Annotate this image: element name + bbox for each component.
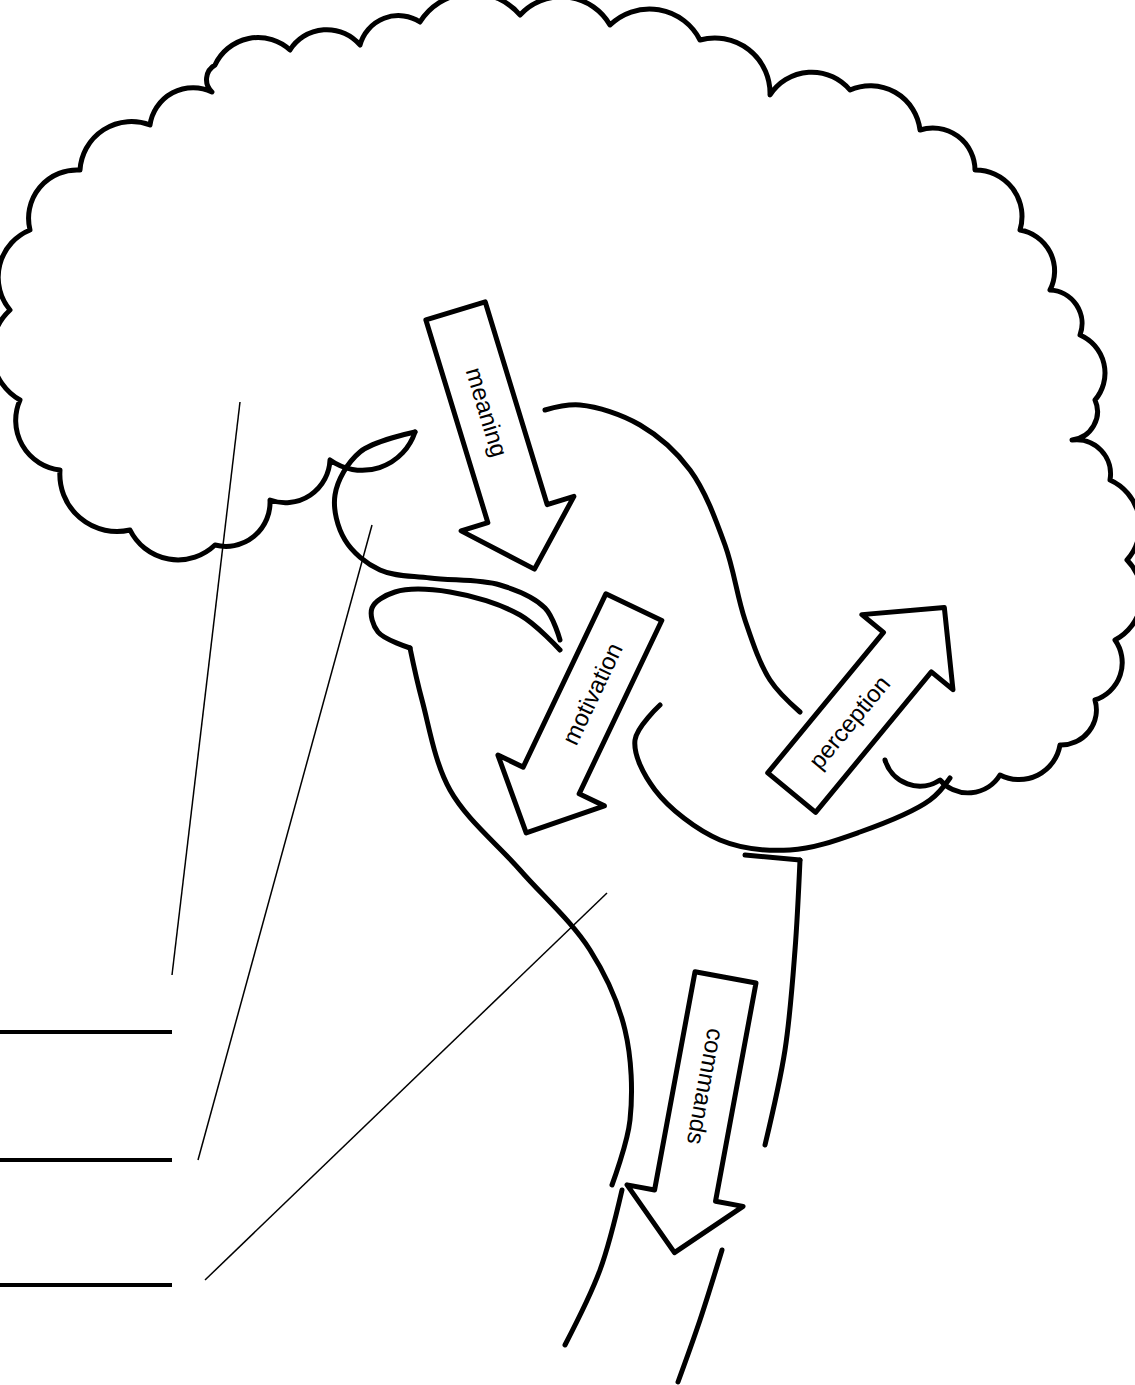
arrow-label: meaning <box>462 365 512 460</box>
answer-blank <box>0 1158 172 1162</box>
leader-line <box>172 402 240 975</box>
brain-part-outline <box>371 589 560 650</box>
arrow-label: commands <box>683 1027 728 1147</box>
brain-part-outline <box>745 855 800 860</box>
arrow-outline <box>473 582 687 858</box>
brain-part-outline <box>565 1190 622 1345</box>
arrow-text-holder: commands <box>627 967 783 1207</box>
leader-line <box>205 893 607 1280</box>
arrow-label: motivation <box>558 639 627 748</box>
brain-part-outline <box>765 860 800 1145</box>
answer-blank <box>0 1030 172 1034</box>
block-arrow: perception <box>746 570 990 830</box>
block-arrow: commands <box>616 967 783 1264</box>
arrow-label: perception <box>805 672 895 774</box>
answer-blanks <box>0 1032 172 1285</box>
leader-line <box>198 525 372 1160</box>
arrow-text-holder: meaning <box>399 294 574 531</box>
arrow-outline <box>746 570 990 830</box>
block-arrow: motivation <box>473 582 687 858</box>
arrow-outline <box>399 294 591 587</box>
arrow-outline <box>616 967 783 1264</box>
block-arrow: meaning <box>399 294 591 587</box>
brain-part-outline <box>678 1250 722 1382</box>
answer-blank <box>0 1283 172 1287</box>
